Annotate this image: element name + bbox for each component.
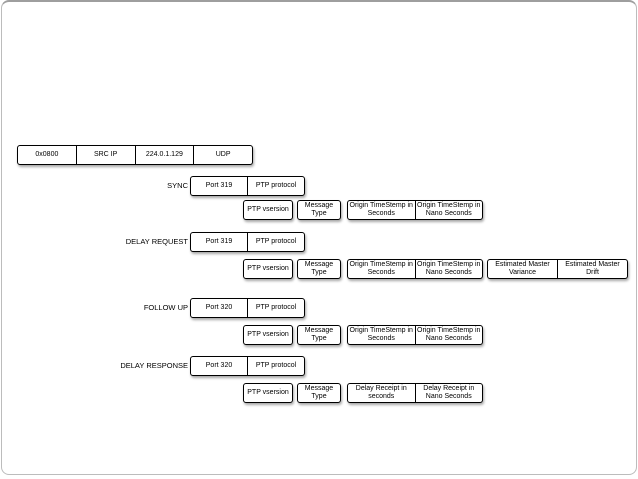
message-row-delay-response: DELAY RESPONSE Port 320 PTP protocol: [0, 356, 638, 376]
header-cell-udp: UDP: [193, 146, 252, 164]
field-cell-ts-nano: Origin TimeStemp in Nano Seconds: [414, 260, 483, 278]
port-protocol-box-follow-up: Port 320 PTP protocol: [190, 298, 305, 318]
protocol-cell: PTP protocol: [247, 357, 304, 375]
field-box-message-type: Message Type: [297, 259, 341, 279]
message-row-delay-request: DELAY REQUEST Port 319 PTP protocol: [0, 232, 638, 252]
field-row-follow-up: PTP vsersion Message Type Origin TimeSte…: [243, 325, 483, 345]
field-cell-est-drift: Estimated Master Drift: [557, 260, 627, 278]
message-label-delay-request: DELAY REQUEST: [125, 237, 188, 246]
field-cell-ts-seconds: Origin TimeStemp in Seconds: [349, 327, 413, 342]
field-box-message-type: Message Type: [297, 383, 341, 403]
field-row-delay-response: PTP vsersion Message Type Delay Receipt …: [243, 383, 483, 403]
field-box-message-type: Message Type: [297, 325, 341, 345]
field-cell-ts-nano: Origin TimeStemp in Nano Seconds: [414, 201, 483, 219]
field-cell-receipt-nano: Delay Receipt in Nano Seconds: [414, 384, 483, 402]
field-pair-timestamps: Origin TimeStemp in Seconds Origin TimeS…: [347, 325, 483, 345]
field-pair-timestamps: Origin TimeStemp in Seconds Origin TimeS…: [347, 259, 483, 279]
field-box-ptp-version: PTP vsersion: [243, 325, 293, 345]
message-label-delay-response: DELAY RESPONSE: [120, 361, 188, 370]
protocol-cell: PTP protocol: [247, 177, 304, 195]
message-row-sync: SYNC Port 319 PTP protocol: [0, 176, 638, 196]
header-cell-ethertype: 0x0800: [35, 151, 59, 158]
port-protocol-box-delay-request: Port 319 PTP protocol: [190, 232, 305, 252]
field-cell-est-variance: Estimated Master Variance: [495, 261, 550, 276]
port-protocol-box-delay-response: Port 320 PTP protocol: [190, 356, 305, 376]
field-row-delay-request: PTP vsersion Message Type Origin TimeSte…: [243, 259, 628, 279]
field-cell-ts-nano: Origin TimeStemp in Nano Seconds: [414, 326, 483, 344]
field-row-sync: PTP vsersion Message Type Origin TimeSte…: [243, 200, 483, 220]
message-label-sync: SYNC: [167, 181, 188, 190]
message-row-follow-up: FOLLOW UP Port 320 PTP protocol: [0, 298, 638, 318]
field-cell-receipt-seconds: Delay Receipt in seconds: [355, 385, 407, 400]
message-label-follow-up: FOLLOW UP: [143, 303, 188, 312]
field-box-ptp-version: PTP vsersion: [243, 259, 293, 279]
header-cell-src-ip: SRC IP: [75, 146, 135, 164]
field-pair-timestamps: Origin TimeStemp in Seconds Origin TimeS…: [347, 200, 483, 220]
port-cell: Port 319: [205, 182, 233, 189]
field-box-message-type: Message Type: [297, 200, 341, 220]
port-cell: Port 319: [205, 238, 233, 245]
field-cell-ts-seconds: Origin TimeStemp in Seconds: [349, 202, 413, 217]
port-cell: Port 320: [205, 362, 233, 369]
field-pair-estimated-master: Estimated Master Variance Estimated Mast…: [487, 259, 628, 279]
field-pair-delay-receipt: Delay Receipt in seconds Delay Receipt i…: [347, 383, 483, 403]
protocol-cell: PTP protocol: [247, 233, 304, 251]
protocol-cell: PTP protocol: [247, 299, 304, 317]
field-cell-ts-seconds: Origin TimeStemp in Seconds: [349, 261, 413, 276]
packet-header-row: 0x0800 SRC IP 224.0.1.129 UDP: [17, 145, 253, 165]
port-protocol-box-sync: Port 319 PTP protocol: [190, 176, 305, 196]
field-box-ptp-version: PTP vsersion: [243, 200, 293, 220]
header-cell-dst-ip: 224.0.1.129: [134, 146, 194, 164]
field-box-ptp-version: PTP vsersion: [243, 383, 293, 403]
port-cell: Port 320: [205, 304, 233, 311]
